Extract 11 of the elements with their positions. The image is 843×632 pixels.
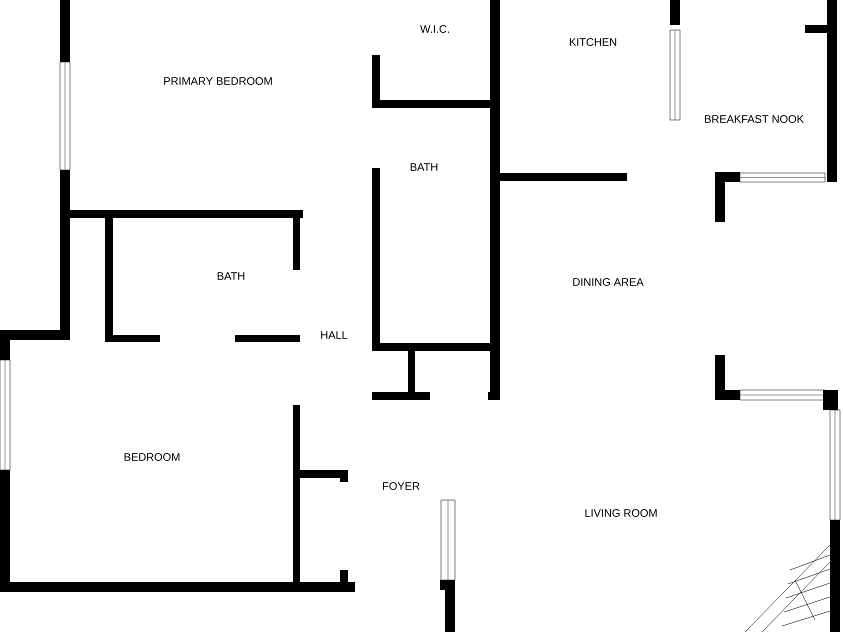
- room-label: W.I.C.: [420, 25, 449, 33]
- room-label: BEDROOM: [124, 453, 180, 461]
- room-label: BATH: [218, 272, 244, 280]
- room-label: BREAKFAST NOOK: [704, 115, 804, 123]
- room-label: PRIMARY BEDROOM: [164, 77, 272, 85]
- room-label: FOYER: [383, 482, 420, 490]
- room-label: LIVING ROOM: [585, 509, 657, 517]
- room-label: BATH: [410, 163, 438, 171]
- room-label: KITCHEN: [570, 38, 616, 46]
- room-label: HALL: [321, 331, 348, 339]
- room-label: DINING AREA: [573, 278, 644, 286]
